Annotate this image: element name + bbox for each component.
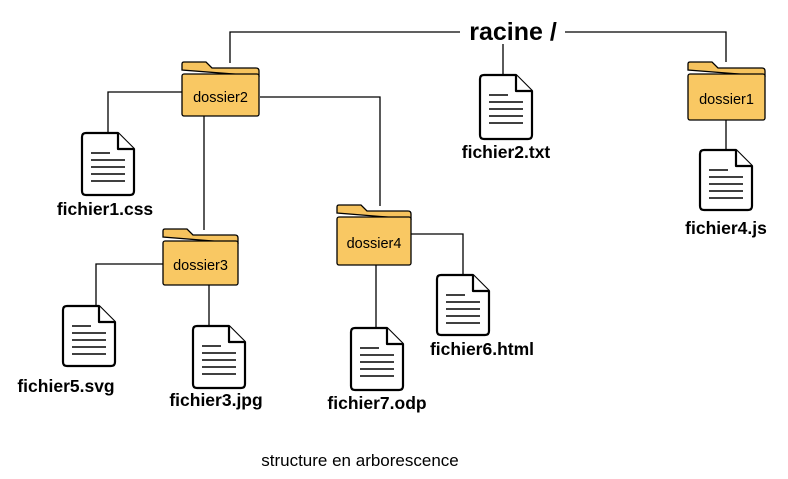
document-icon — [349, 326, 405, 392]
document-icon — [191, 324, 247, 390]
edge-dossier2-dossier4 — [260, 96, 381, 206]
file-fichier1: fichier1.css — [57, 131, 154, 219]
file-name: fichier2.txt — [462, 142, 551, 162]
document-icon — [61, 304, 117, 368]
diagram-caption: structure en arborescence — [261, 451, 459, 470]
file-fichier3: fichier3.jpg — [169, 324, 263, 410]
folder-icon — [162, 228, 239, 244]
folder-icon — [336, 204, 412, 220]
document-icon — [698, 148, 754, 212]
folder-body — [336, 216, 412, 266]
file-fichier2: fichier2.txt — [462, 73, 551, 162]
file-name: fichier7.odp — [327, 393, 426, 413]
folder-label: dossier4 — [347, 236, 402, 252]
root-label: racine / — [469, 18, 557, 46]
folder-label: dossier2 — [193, 90, 248, 106]
folder-icon — [687, 61, 766, 77]
edge-root-dossier1 — [565, 31, 727, 62]
file-fichier4: fichier4.js — [685, 148, 767, 238]
edge-dossier2-fichier1 — [107, 91, 182, 133]
file-name: fichier1.css — [57, 199, 154, 219]
folder-body — [181, 73, 260, 117]
document-icon — [478, 73, 534, 141]
folder-label: dossier3 — [173, 258, 228, 274]
file-name: fichier5.svg — [17, 376, 114, 396]
folder-body — [687, 73, 766, 121]
file-name: fichier4.js — [685, 218, 767, 238]
folder-dossier4: dossier4 — [336, 204, 412, 266]
file-name: fichier6.html — [430, 339, 534, 359]
document-icon — [80, 131, 136, 197]
edge-dossier3-fichier5 — [95, 263, 163, 306]
document-icon — [435, 273, 491, 337]
folder-icon — [181, 61, 260, 77]
file-fichier6: fichier6.html — [430, 273, 534, 359]
file-fichier7: fichier7.odp — [327, 326, 427, 413]
edge-root-dossier2 — [229, 31, 460, 63]
folder-dossier1: dossier1 — [687, 61, 766, 121]
folder-dossier2: dossier2 — [181, 61, 260, 117]
file-name: fichier3.jpg — [169, 390, 262, 410]
folder-body — [162, 240, 239, 286]
edge-dossier4-fichier6 — [411, 233, 464, 275]
folder-dossier3: dossier3 — [162, 228, 239, 286]
tree-connectors — [95, 31, 727, 328]
folder-label: dossier1 — [699, 92, 754, 108]
file-fichier5: fichier5.svg — [17, 304, 117, 396]
